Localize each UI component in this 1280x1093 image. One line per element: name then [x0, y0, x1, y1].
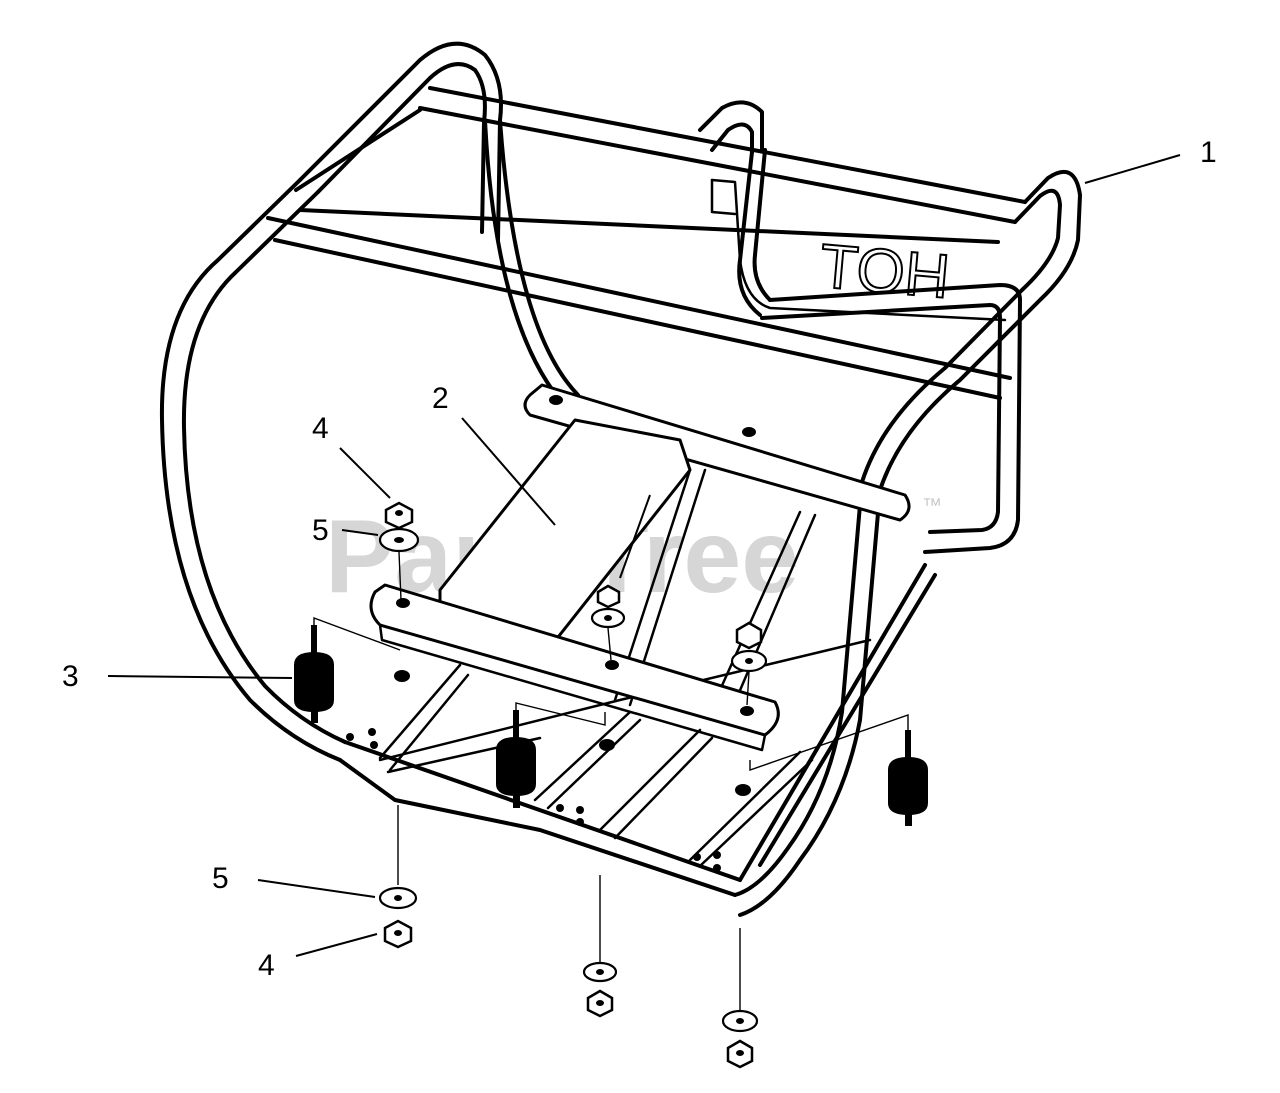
vibration-mount — [888, 730, 928, 826]
callout-washer-lower: 5 — [212, 862, 229, 895]
callout-nut-upper: 4 — [312, 412, 329, 445]
upper-hardware — [378, 501, 768, 706]
watermark-trademark: ™ — [922, 495, 942, 517]
frame-lettering: TOH — [817, 232, 952, 312]
vibration-mounts — [294, 625, 928, 826]
vibration-mount — [294, 625, 334, 723]
mounting-plates — [346, 383, 911, 872]
frame-drawing — [159, 41, 1082, 917]
callout-vibration-mount: 3 — [62, 660, 79, 693]
callout-frame: 1 — [1200, 136, 1217, 169]
callout-washer-upper: 5 — [312, 514, 329, 547]
leader-lines — [107, 154, 1181, 957]
callout-nut-lower: 4 — [258, 949, 275, 982]
vibration-mount — [496, 710, 536, 808]
guide-lines — [313, 616, 909, 771]
callout-plate: 2 — [432, 382, 449, 415]
callout-labels: 1 2 3 4 5 5 4 — [62, 136, 1217, 982]
lower-hardware — [378, 805, 759, 1069]
